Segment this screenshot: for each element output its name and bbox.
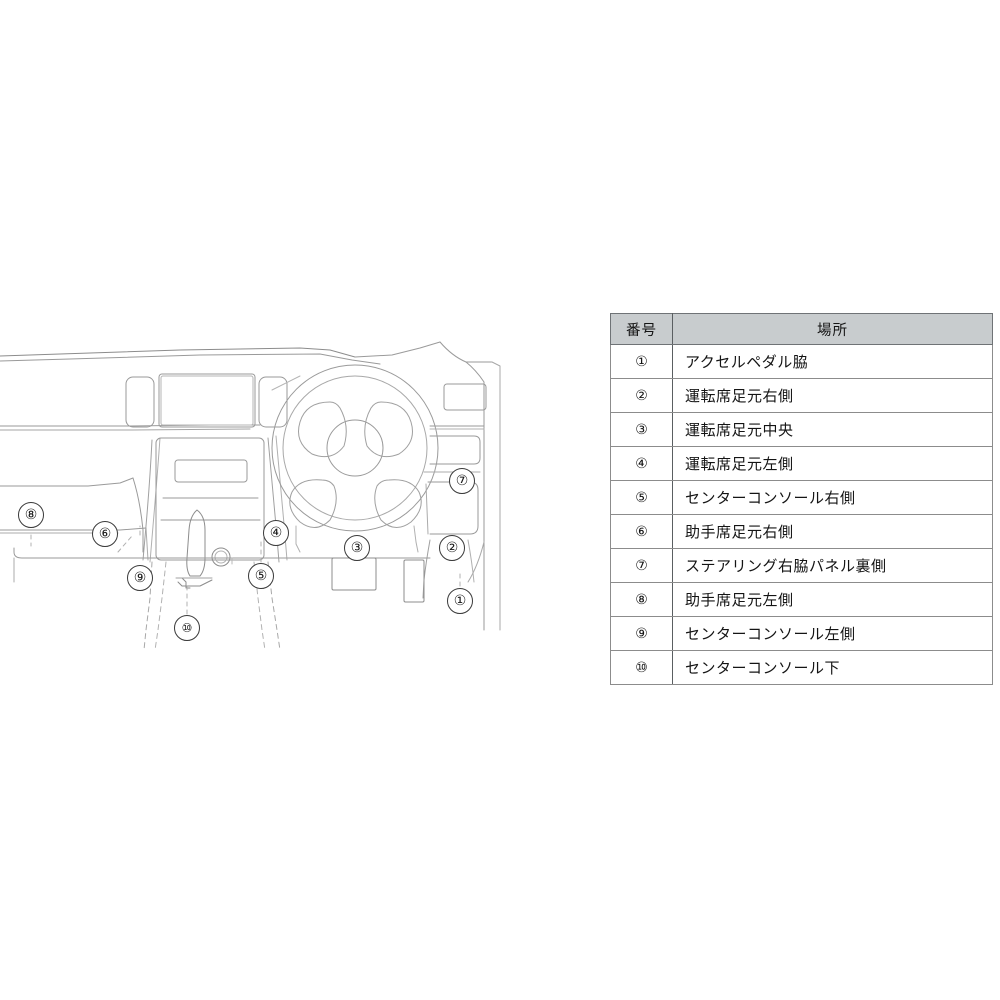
callout-marker-9: ⑨: [127, 565, 153, 591]
driver-lower-panel-group: [295, 525, 419, 553]
callout-marker-2: ②: [439, 535, 465, 561]
column-header-number: 番号: [610, 313, 673, 345]
footwell-line-group: [13, 547, 431, 583]
cell-location: 運転席足元中央: [672, 412, 993, 447]
dash-top-edge-group: [0, 341, 501, 631]
center-stack-group: [142, 435, 288, 563]
callout-marker-6: ⑥: [92, 521, 118, 547]
cell-number: ⑦: [610, 548, 673, 583]
steering-wheel-group: [271, 364, 439, 532]
cell-location: センターコンソール左側: [672, 616, 993, 651]
table-header-row: 番号 場所: [610, 313, 993, 345]
cell-number: ④: [610, 446, 673, 481]
cell-number: ⑧: [610, 582, 673, 617]
cell-number: ②: [610, 378, 673, 413]
callout-marker-7: ⑦: [449, 468, 475, 494]
cell-number: ⑨: [610, 616, 673, 651]
callout-marker-8: ⑧: [18, 502, 44, 528]
cell-number: ⑩: [610, 650, 673, 685]
glovebox-group: [132, 477, 149, 561]
callout-marker-1: ①: [447, 588, 473, 614]
upper-center-panel-group: [125, 373, 288, 428]
callout-marker-3: ③: [344, 535, 370, 561]
callout-marker-4: ④: [263, 520, 289, 546]
cell-number: ③: [610, 412, 673, 447]
cell-location: 助手席足元右側: [672, 514, 993, 549]
cell-location: ステアリング右脇パネル裏側: [672, 548, 993, 583]
cell-number: ⑥: [610, 514, 673, 549]
cell-number: ⑤: [610, 480, 673, 515]
cell-location: センターコンソール右側: [672, 480, 993, 515]
column-header-location: 場所: [672, 313, 993, 345]
right-side-panel-group: [422, 383, 487, 599]
cell-location: 助手席足元左側: [672, 582, 993, 617]
callout-marker-5: ⑤: [248, 563, 274, 589]
leader-lines-group: [30, 469, 463, 631]
callout-marker-10: ⑩: [174, 615, 200, 641]
cell-location: センターコンソール下: [672, 650, 993, 685]
cell-number: ①: [610, 344, 673, 379]
cell-location: 運転席足元左側: [672, 446, 993, 481]
cell-location: 運転席足元右側: [672, 378, 993, 413]
footwell-unit-group: [331, 557, 425, 603]
cell-location: アクセルペダル脇: [672, 344, 993, 379]
table-head: 番号 場所: [610, 313, 993, 345]
